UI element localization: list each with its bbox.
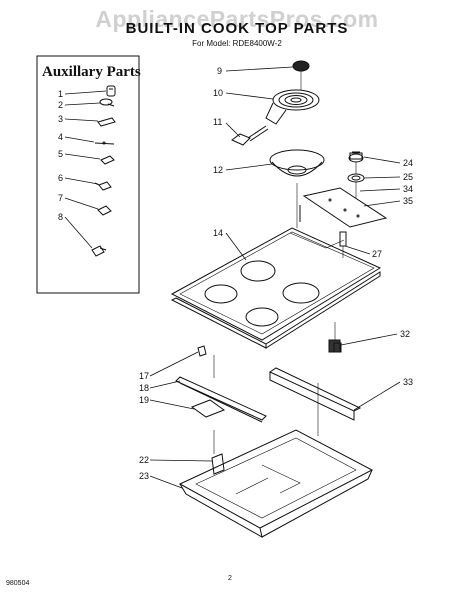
part-32-bracket	[328, 339, 342, 353]
callout-18: 18	[139, 383, 149, 393]
assembly-lines	[213, 71, 357, 454]
auxiliary-title: Auxillary Parts	[42, 64, 141, 80]
part-19-bracket	[190, 399, 226, 418]
aux-part-5	[100, 155, 115, 165]
part-23-base-pan	[178, 429, 374, 538]
aux-part-4	[94, 141, 115, 145]
part-14-cooktop	[170, 227, 382, 349]
callout-33: 33	[403, 377, 413, 387]
callout-34: 34	[403, 184, 413, 194]
auxiliary-parts-box	[36, 55, 140, 294]
callout-32: 32	[400, 329, 410, 339]
callout-12: 12	[213, 165, 223, 175]
callout-23: 23	[139, 471, 149, 481]
part-10-surface-element	[265, 89, 320, 125]
aux-number-3: 3	[58, 114, 63, 124]
part-18-rail	[175, 376, 267, 423]
aux-number-6: 6	[58, 173, 63, 183]
callout-25: 25	[403, 172, 413, 182]
part-25-knob-base	[347, 173, 365, 183]
part-24-knob	[348, 151, 364, 163]
callout-10: 10	[213, 88, 223, 98]
callout-11: 11	[213, 117, 222, 127]
footer-page-number: 2	[228, 575, 232, 582]
footer-code: 980504	[6, 580, 30, 587]
model-line: For Model: RDE8400W-2	[192, 39, 282, 48]
aux-leaders	[64, 90, 107, 249]
aux-part-8	[91, 245, 107, 257]
aux-part-2	[99, 98, 115, 107]
aux-number-4: 4	[58, 132, 63, 142]
callout-35: 35	[403, 196, 413, 206]
callout-9: 9	[217, 66, 222, 76]
part-27-switch	[339, 231, 347, 247]
callout-27: 27	[372, 249, 382, 259]
callout-numbers: 9 10 11 12 14 17 18 19 22 23 24 25 34 35…	[139, 66, 413, 481]
aux-part-6	[94, 181, 112, 191]
part-11-terminal-block	[231, 125, 269, 146]
callout-19: 19	[139, 395, 149, 405]
part-9-cap	[292, 60, 310, 72]
aux-part-7	[97, 205, 112, 216]
aux-number-2: 2	[58, 100, 63, 110]
callout-24: 24	[403, 158, 413, 168]
part-17-clip	[197, 345, 207, 357]
callout-leaders	[149, 66, 401, 489]
aux-number-5: 5	[58, 149, 63, 159]
aux-part-1	[106, 85, 116, 97]
callout-14: 14	[213, 228, 223, 238]
callout-17: 17	[139, 371, 149, 381]
aux-number-1: 1	[58, 89, 63, 99]
aux-number-7: 7	[58, 193, 63, 203]
aux-part-3	[97, 117, 116, 127]
part-33-rail	[268, 367, 362, 421]
page-title: BUILT-IN COOK TOP PARTS	[125, 20, 349, 37]
callout-22: 22	[139, 455, 149, 465]
part-12-drip-bowl	[269, 149, 325, 177]
part-35-control-panel	[299, 187, 388, 228]
aux-number-8: 8	[58, 212, 63, 222]
